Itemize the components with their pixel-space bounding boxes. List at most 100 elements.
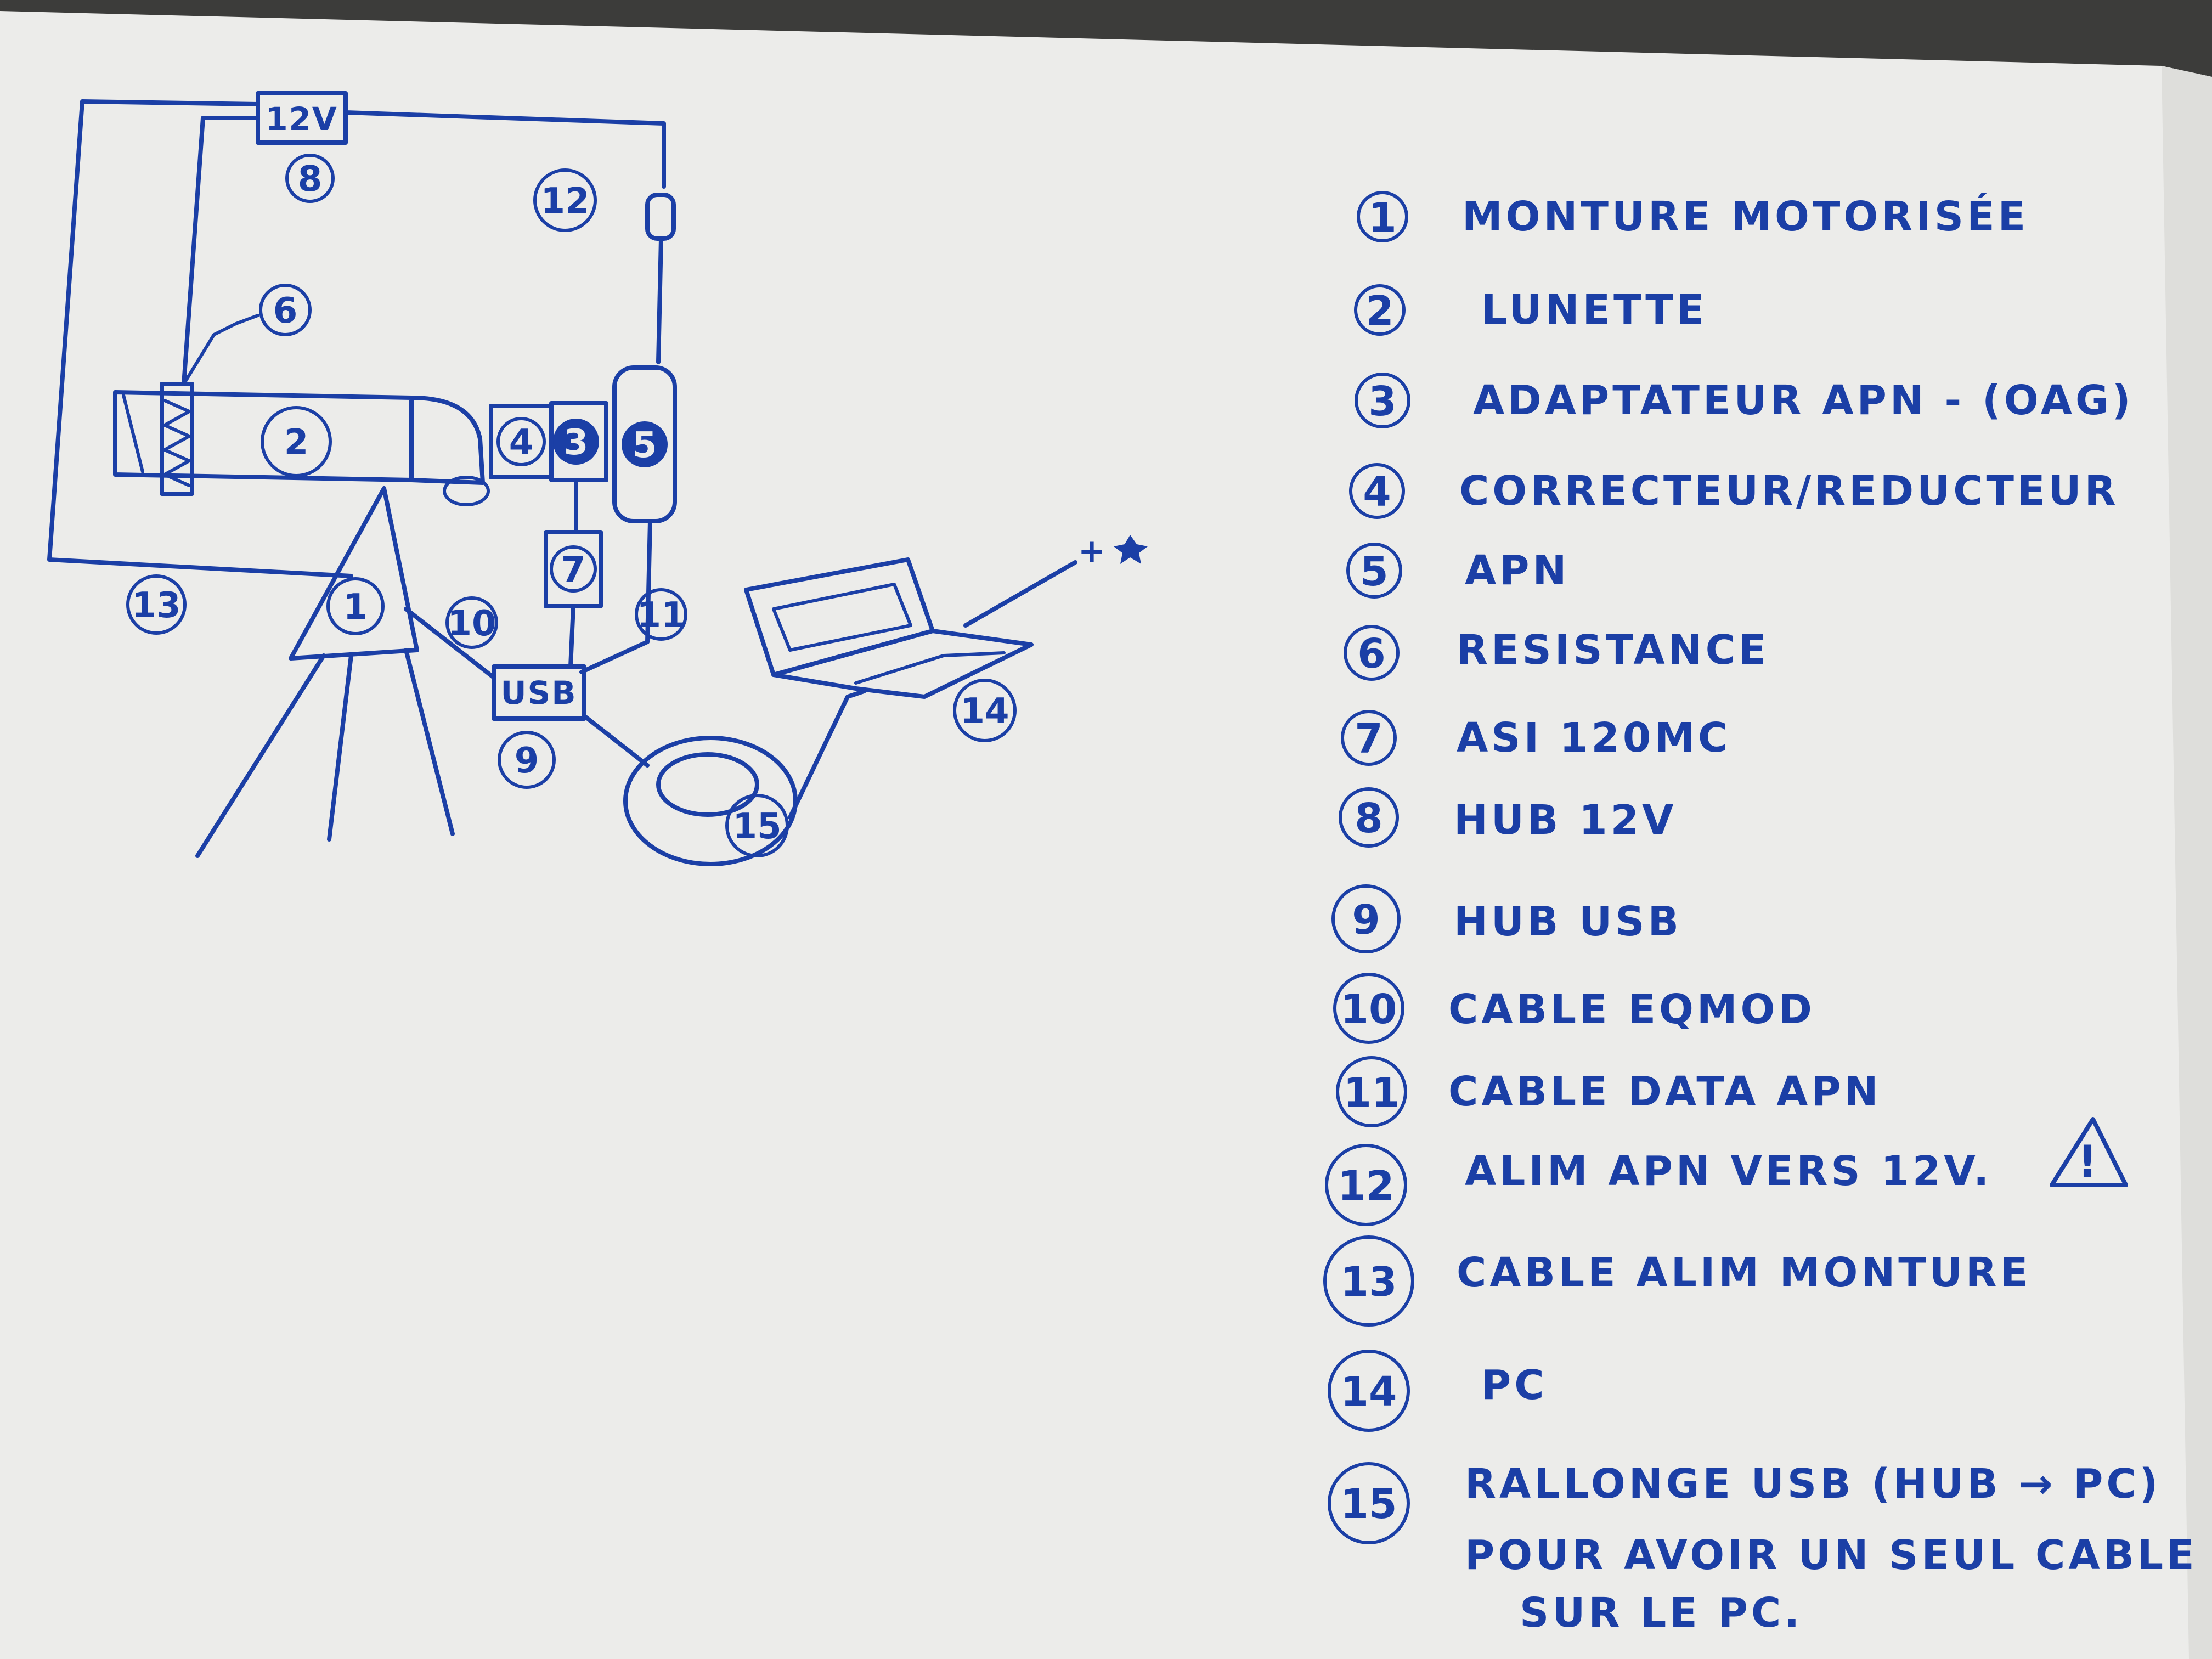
svg-text:2: 2 xyxy=(1365,287,1394,335)
svg-text:CABLE ALIM MONTURE: CABLE ALIM MONTURE xyxy=(1457,1249,2031,1296)
legend-item-5: 5 APN xyxy=(1346,543,1570,599)
svg-text:11: 11 xyxy=(1344,1069,1400,1116)
svg-text:4: 4 xyxy=(509,422,534,463)
legend: 1 MONTURE MOTORISÉE 2 LUNETTE 3 ADAPTATE… xyxy=(1323,191,2198,1637)
svg-text:6: 6 xyxy=(1357,630,1386,678)
motorized-mount xyxy=(289,486,419,661)
svg-text:CORRECTEUR/REDUCTEUR: CORRECTEUR/REDUCTEUR xyxy=(1459,467,2119,515)
tripod-leg-left xyxy=(195,653,326,858)
cable-15-to-pc xyxy=(788,689,866,820)
legend-item-12: 12 ALIM APN VERS 12V. ! xyxy=(1325,1117,2128,1226)
svg-text:5: 5 xyxy=(633,425,657,466)
focuser xyxy=(409,396,485,485)
warning-triangle-icon xyxy=(2050,1117,2128,1187)
marker-5 xyxy=(622,421,668,467)
legend-item-11: 11 CABLE DATA APN xyxy=(1336,1056,1882,1127)
legend-item-1: 1 MONTURE MOTORISÉE xyxy=(1357,191,2029,242)
svg-text:3: 3 xyxy=(564,422,589,463)
svg-text:1: 1 xyxy=(343,587,368,628)
legend-note-line-1: POUR AVOIR UN SEUL CABLE xyxy=(1465,1532,2198,1579)
cable-12-camera-power xyxy=(343,110,666,189)
svg-text:HUB USB: HUB USB xyxy=(1454,898,1682,945)
legend-item-8: 8 HUB 12V xyxy=(1339,787,1673,848)
svg-text:12: 12 xyxy=(1338,1163,1395,1210)
svg-text:9: 9 xyxy=(515,741,539,781)
svg-text:10: 10 xyxy=(447,603,496,644)
svg-text:15: 15 xyxy=(732,806,781,847)
marker-3 xyxy=(553,419,599,465)
marker-14 xyxy=(953,679,1017,742)
marker-9 xyxy=(498,731,556,789)
svg-text:13: 13 xyxy=(132,585,180,626)
marker-2 xyxy=(261,406,332,477)
svg-text:LUNETTE: LUNETTE xyxy=(1481,286,1707,334)
legend-item-10: 10 CABLE EQMOD xyxy=(1333,973,1815,1044)
svg-text:PC: PC xyxy=(1481,1362,1548,1409)
dew-heater-band xyxy=(160,382,194,496)
svg-text:1: 1 xyxy=(1368,194,1397,241)
legend-note-line-2: SUR LE PC. xyxy=(1520,1589,1803,1637)
usb-hub-box xyxy=(492,664,586,721)
svg-text:!: ! xyxy=(2078,1136,2101,1187)
legend-item-13: 13 CABLE ALIM MONTURE xyxy=(1323,1235,2031,1327)
svg-text:CABLE EQMOD: CABLE EQMOD xyxy=(1448,986,1815,1033)
svg-text:14: 14 xyxy=(960,691,1009,732)
legend-item-9: 9 HUB USB xyxy=(1331,884,1682,953)
svg-text:MONTURE MOTORISÉE: MONTURE MOTORISÉE xyxy=(1462,192,2029,240)
oag-knob xyxy=(443,476,490,506)
svg-text:3: 3 xyxy=(1368,378,1397,425)
svg-text:15: 15 xyxy=(1341,1481,1397,1528)
cable-13-mount-power xyxy=(47,99,353,578)
marker-6 xyxy=(259,284,312,336)
marker-11 xyxy=(635,588,687,641)
svg-text:7: 7 xyxy=(1355,715,1383,763)
svg-text:6: 6 xyxy=(273,291,298,331)
tripod-leg-center xyxy=(327,653,353,842)
svg-text:APN: APN xyxy=(1465,547,1570,594)
svg-text:RESISTANCE: RESISTANCE xyxy=(1457,627,1769,674)
mains-star-icon xyxy=(1114,535,1148,564)
cable-11-camera-data xyxy=(579,519,652,674)
legend-item-3: 3 ADAPTATEUR APN - (OAG) xyxy=(1355,373,2134,428)
svg-text:9: 9 xyxy=(1352,896,1380,944)
svg-text:8: 8 xyxy=(1355,795,1383,842)
usb-hub-label: USB xyxy=(500,674,577,712)
svg-text:12: 12 xyxy=(540,181,589,222)
hub-12v-box xyxy=(256,91,348,145)
legend-item-6: 6 RESISTANCE xyxy=(1344,625,1769,681)
laptop-power-cable xyxy=(963,560,1077,628)
marker-4 xyxy=(496,417,546,466)
marker-12 xyxy=(533,168,597,232)
marker-1 xyxy=(326,577,385,635)
svg-text:10: 10 xyxy=(1341,986,1397,1033)
svg-text:2: 2 xyxy=(284,422,309,463)
legend-item-4: 4 CORRECTEUR/REDUCTEUR xyxy=(1349,463,2119,519)
tripod-leg-right xyxy=(404,648,455,836)
hub12v-to-resistance-wire xyxy=(182,116,260,386)
marker-13 xyxy=(126,574,187,635)
svg-text:ALIM APN VERS 12V.: ALIM APN VERS 12V. xyxy=(1465,1148,1992,1195)
legend-item-2: 2 LUNETTE xyxy=(1354,284,1707,336)
svg-text:RALLONGE USB (HUB → PC): RALLONGE USB (HUB → PC) xyxy=(1465,1460,2162,1508)
laptop-keyboard xyxy=(771,629,1034,699)
svg-text:4: 4 xyxy=(1363,469,1391,516)
cable-10-eqmod xyxy=(404,607,496,680)
hub-12v-label: 12V xyxy=(266,100,338,138)
svg-text:CABLE DATA APN: CABLE DATA APN xyxy=(1448,1068,1882,1115)
legend-item-7: 7 ASI 120MC xyxy=(1341,710,1731,766)
legend-item-14: 14 PC xyxy=(1328,1350,1548,1432)
svg-text:7: 7 xyxy=(561,550,586,590)
cable-15-coil-inner xyxy=(656,752,759,817)
camera-adapter-oag xyxy=(549,401,608,482)
svg-text:14: 14 xyxy=(1341,1368,1397,1415)
svg-text:5: 5 xyxy=(1360,548,1389,595)
plus-sign: + xyxy=(1078,532,1109,571)
setup-diagram: 12V 8 12 6 2 4 3 5 xyxy=(47,91,1148,866)
svg-text:13: 13 xyxy=(1341,1259,1397,1306)
svg-text:11: 11 xyxy=(636,595,685,636)
svg-text:8: 8 xyxy=(298,159,323,200)
svg-text:ADAPTATEUR APN - (OAG): ADAPTATEUR APN - (OAG) xyxy=(1473,377,2134,424)
legend-item-15: 15 RALLONGE USB (HUB → PC) xyxy=(1328,1460,2162,1544)
marker-15 xyxy=(725,794,789,857)
svg-text:ASI 120MC: ASI 120MC xyxy=(1457,714,1731,761)
